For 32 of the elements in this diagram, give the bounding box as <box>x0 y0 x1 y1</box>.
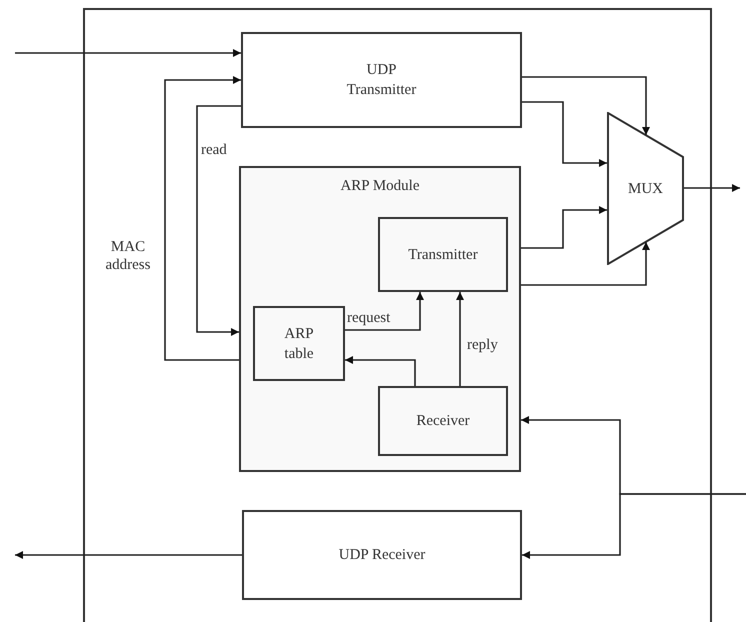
edge-label: reply <box>467 336 498 354</box>
block-box <box>378 386 508 456</box>
arrow <box>164 76 241 361</box>
block-box <box>241 32 522 128</box>
block-label: MUX <box>628 180 663 198</box>
block-label: ARP table <box>283 324 315 364</box>
arrow <box>456 292 464 386</box>
arrow <box>196 105 241 336</box>
module-title: ARP Module <box>340 177 420 196</box>
arrow <box>684 184 740 192</box>
arrow <box>522 76 650 135</box>
block-label: UDP Transmitter <box>346 61 418 100</box>
arrow <box>521 242 650 286</box>
block-box <box>378 217 508 292</box>
arrow <box>345 356 416 386</box>
block-label: UDP Receiver <box>338 546 426 565</box>
edge-label: request <box>347 309 390 327</box>
edge-label: MAC address <box>104 238 152 274</box>
arrow <box>521 206 607 249</box>
edge-label: read <box>201 141 227 159</box>
arrow <box>522 101 607 167</box>
block-label: Receiver <box>416 412 470 431</box>
module-box <box>239 166 521 472</box>
arrow <box>522 493 746 559</box>
block-label: Transmitter <box>408 246 478 264</box>
system-boundary-box <box>83 8 712 622</box>
arrow <box>345 292 424 331</box>
block-box <box>242 510 522 600</box>
block-box <box>253 306 345 381</box>
arrow <box>15 551 242 559</box>
arrow <box>15 49 241 57</box>
mux-trapezoid <box>607 112 684 265</box>
